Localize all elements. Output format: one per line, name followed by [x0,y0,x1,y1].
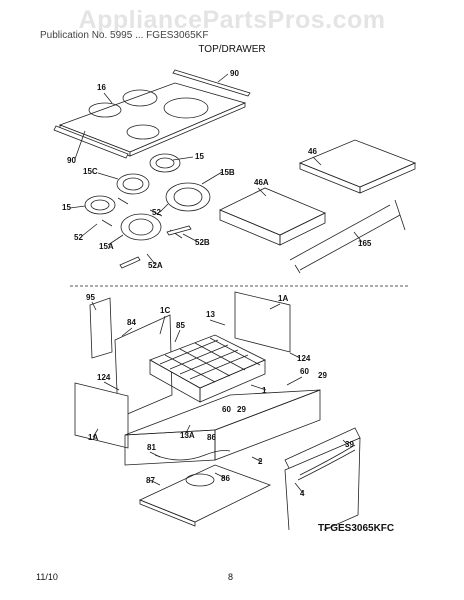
label-165: 165 [358,239,372,248]
label-124: 124 [97,373,111,382]
label-1A: 1A [278,294,288,303]
label-46: 46 [308,147,317,156]
broiler-rack [149,334,266,403]
publication-number: Publication No. 5995 ... FGES3065KF [40,30,209,41]
drawer-front [284,427,361,530]
label-81: 81 [147,443,156,452]
label-52B: 52B [195,238,210,247]
label-90: 90 [230,69,239,78]
section-title: TOP/DRAWER [198,44,266,55]
drawer-bottom [138,450,272,527]
exploded-parts-diagram: 90 16 90 15 15C 15B 15 52 52 15A 52B 52A… [53,69,417,530]
label-15B: 15B [220,168,235,177]
label-60: 60 [300,367,309,376]
label-15C: 15C [83,167,98,176]
revision-date: 11/10 [36,572,58,582]
label-90: 90 [67,156,76,165]
model-code: TFGES3065KFC [318,523,395,534]
drawer-side-panels [74,291,291,449]
label-29: 29 [318,371,327,380]
label-86: 86 [207,433,216,442]
label-1: 1 [262,386,267,395]
label-52A: 52A [148,261,163,270]
page-number: 8 [228,572,234,582]
watermark: AppliancePartsPros.com [78,6,386,34]
label-60: 60 [222,405,231,414]
label-84: 84 [127,318,136,327]
label-95: 95 [86,293,95,302]
drawer-box [124,389,321,466]
label-29: 29 [237,405,246,414]
trim-strips [53,69,251,159]
mounting-frame [219,139,417,274]
label-15: 15 [62,203,71,212]
label-39: 39 [345,440,354,449]
label-16: 16 [97,83,106,92]
label-46A: 46A [254,178,269,187]
label-13A: 13A [180,431,195,440]
label-52: 52 [74,233,83,242]
label-1A: 1A [88,433,98,442]
label-85: 85 [176,321,185,330]
label-15A: 15A [99,242,114,251]
surface-elements [84,153,211,269]
label-124: 124 [297,354,311,363]
cooktop-glass [58,82,247,157]
label-1C: 1C [160,306,170,315]
page-header: AppliancePartsPros.com Publication No. 5… [0,0,464,60]
label-52: 52 [152,208,161,217]
label-86: 86 [221,474,230,483]
label-13: 13 [206,310,215,319]
label-4: 4 [300,489,305,498]
label-15: 15 [195,152,204,161]
